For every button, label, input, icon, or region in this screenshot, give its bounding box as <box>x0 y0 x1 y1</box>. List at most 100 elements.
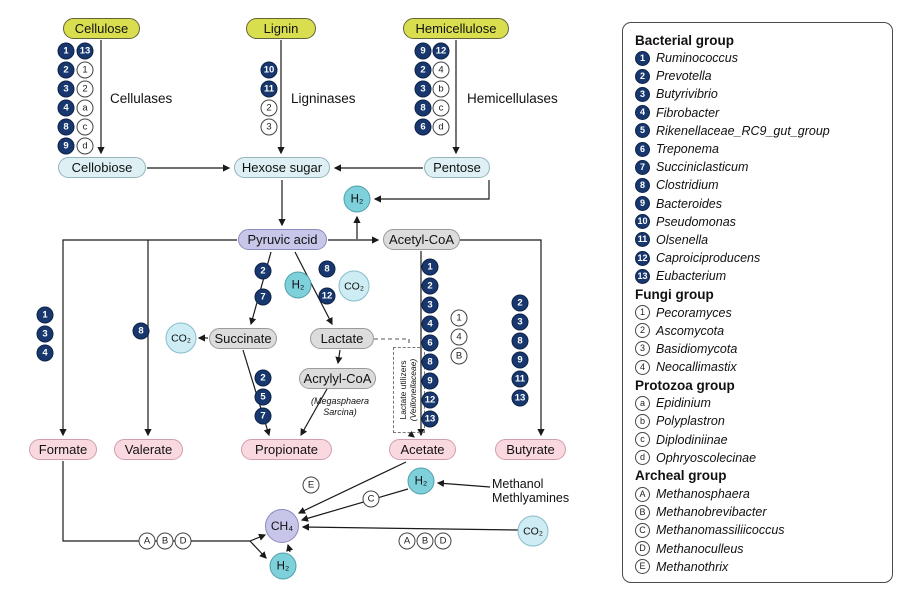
bacteria-marker-6: 6 <box>414 118 432 136</box>
legend-section-title: Archeal group <box>635 468 727 484</box>
note-methanol-methylamines: Methanol Methlyamines <box>492 477 569 506</box>
legend-item-name: Olsenella <box>656 232 709 247</box>
node-butyrate: Butyrate <box>495 439 566 460</box>
archaea-legend-marker-B: B <box>635 504 650 520</box>
bacteria-marker-2: 2 <box>254 369 272 387</box>
archaea-legend-marker-A: A <box>635 486 650 502</box>
note-megasphaera-sarcina: (Megasphaera Sarcina) <box>300 396 380 419</box>
legend-item-name: Ascomycota <box>656 323 725 338</box>
bacteria-marker-11: 11 <box>511 370 529 388</box>
bacteria-marker-11: 11 <box>260 80 278 98</box>
legend-item-name: Basidiomycota <box>656 341 738 356</box>
node-h2-mid: H₂ <box>284 271 312 299</box>
bacteria-legend-marker-9: 9 <box>635 196 650 212</box>
bacteria-marker-2: 2 <box>254 262 272 280</box>
node-lactate: Lactate <box>310 328 374 349</box>
node-hexose-sugar: Hexose sugar <box>234 157 330 178</box>
bacteria-marker-1: 1 <box>57 42 75 60</box>
bacteria-marker-2: 2 <box>57 61 75 79</box>
arrow-layer <box>59 40 545 559</box>
archaea-marker-B: B <box>416 532 434 550</box>
fungi-marker-2: 2 <box>260 99 278 117</box>
legend-item: D Methanoculleus <box>635 540 880 558</box>
node-co2-left: CO₂ <box>165 322 197 354</box>
legend-item-name: Ophryoscolecinae <box>656 450 757 465</box>
fungi-marker-4: 4 <box>450 328 468 346</box>
fungi-marker-3: 3 <box>260 118 278 136</box>
bacteria-marker-9: 9 <box>57 137 75 155</box>
node-h2-top: H₂ <box>343 185 371 213</box>
bacteria-marker-1: 1 <box>421 258 439 276</box>
legend-item: a Epidinium <box>635 394 880 412</box>
fungi-legend-marker-1: 1 <box>635 305 650 321</box>
archaea-marker-B: B <box>156 532 174 550</box>
bacteria-legend-marker-8: 8 <box>635 177 650 193</box>
bacteria-marker-3: 3 <box>511 313 529 331</box>
bacteria-marker-3: 3 <box>414 80 432 98</box>
archaea-marker-B: B <box>450 347 468 365</box>
bacteria-marker-13: 13 <box>511 389 529 407</box>
archaea-marker-D: D <box>434 532 452 550</box>
bacteria-legend-marker-7: 7 <box>635 159 650 175</box>
bacteria-marker-12: 12 <box>432 42 450 60</box>
bacteria-legend-marker-4: 4 <box>635 105 650 121</box>
archaea-legend-marker-D: D <box>635 541 650 557</box>
archaea-legend-marker-C: C <box>635 522 650 538</box>
node-co2-mid: CO₂ <box>338 270 370 302</box>
bacteria-marker-10: 10 <box>260 61 278 79</box>
legend-section-title: Fungi group <box>635 286 714 302</box>
note-line: (Veillonellaceae) <box>408 358 419 422</box>
bacteria-legend-marker-1: 1 <box>635 50 650 66</box>
archaea-marker-A: A <box>398 532 416 550</box>
legend-item-name: Neocallimastix <box>656 360 737 375</box>
legend-item-name: Methanosphaera <box>656 487 750 502</box>
protozoa-marker-c: c <box>432 99 450 117</box>
bacteria-marker-8: 8 <box>414 99 432 117</box>
legend-item-name: Caproiciproducens <box>656 251 761 266</box>
fungi-marker-1: 1 <box>450 309 468 327</box>
protozoa-marker-d: d <box>76 137 94 155</box>
bacteria-marker-12: 12 <box>318 287 336 305</box>
protozoa-marker-b: b <box>432 80 450 98</box>
legend-item-name: Butyrivibrio <box>656 87 718 102</box>
bacteria-marker-2: 2 <box>414 61 432 79</box>
legend-item-name: Epidinium <box>656 396 711 411</box>
label-ligninases: Ligninases <box>291 91 356 106</box>
bacteria-marker-2: 2 <box>511 294 529 312</box>
legend-item-name: Methanomassiliicoccus <box>656 523 785 538</box>
node-acetyl-coa: Acetyl-CoA <box>383 229 460 250</box>
bacteria-marker-9: 9 <box>421 372 439 390</box>
archaea-marker-D: D <box>174 532 192 550</box>
protozoa-marker-c: c <box>76 118 94 136</box>
legend-item: A Methanosphaera <box>635 485 880 503</box>
node-propionate: Propionate <box>241 439 332 460</box>
fungi-marker-1: 1 <box>76 61 94 79</box>
node-valerate: Valerate <box>114 439 183 460</box>
note-line: (Megasphaera <box>310 396 370 406</box>
bacteria-legend-marker-6: 6 <box>635 141 650 157</box>
bacteria-marker-8: 8 <box>57 118 75 136</box>
bacteria-legend-marker-2: 2 <box>635 68 650 84</box>
node-pentose: Pentose <box>424 157 490 178</box>
protozoa-legend-marker-a: a <box>635 395 650 411</box>
legend-item-name: Methanoculleus <box>656 541 744 556</box>
node-ch4: CH₄ <box>265 509 299 543</box>
bacteria-legend-marker-12: 12 <box>635 250 650 266</box>
bacteria-marker-6: 6 <box>421 334 439 352</box>
protozoa-marker-d: d <box>432 118 450 136</box>
legend-item-name: Succiniclasticum <box>656 160 749 175</box>
node-hemicellulose: Hemicellulose <box>403 18 509 39</box>
legend-section-title: Protozoa group <box>635 377 735 393</box>
node-h2-bottom: H₂ <box>269 552 297 580</box>
